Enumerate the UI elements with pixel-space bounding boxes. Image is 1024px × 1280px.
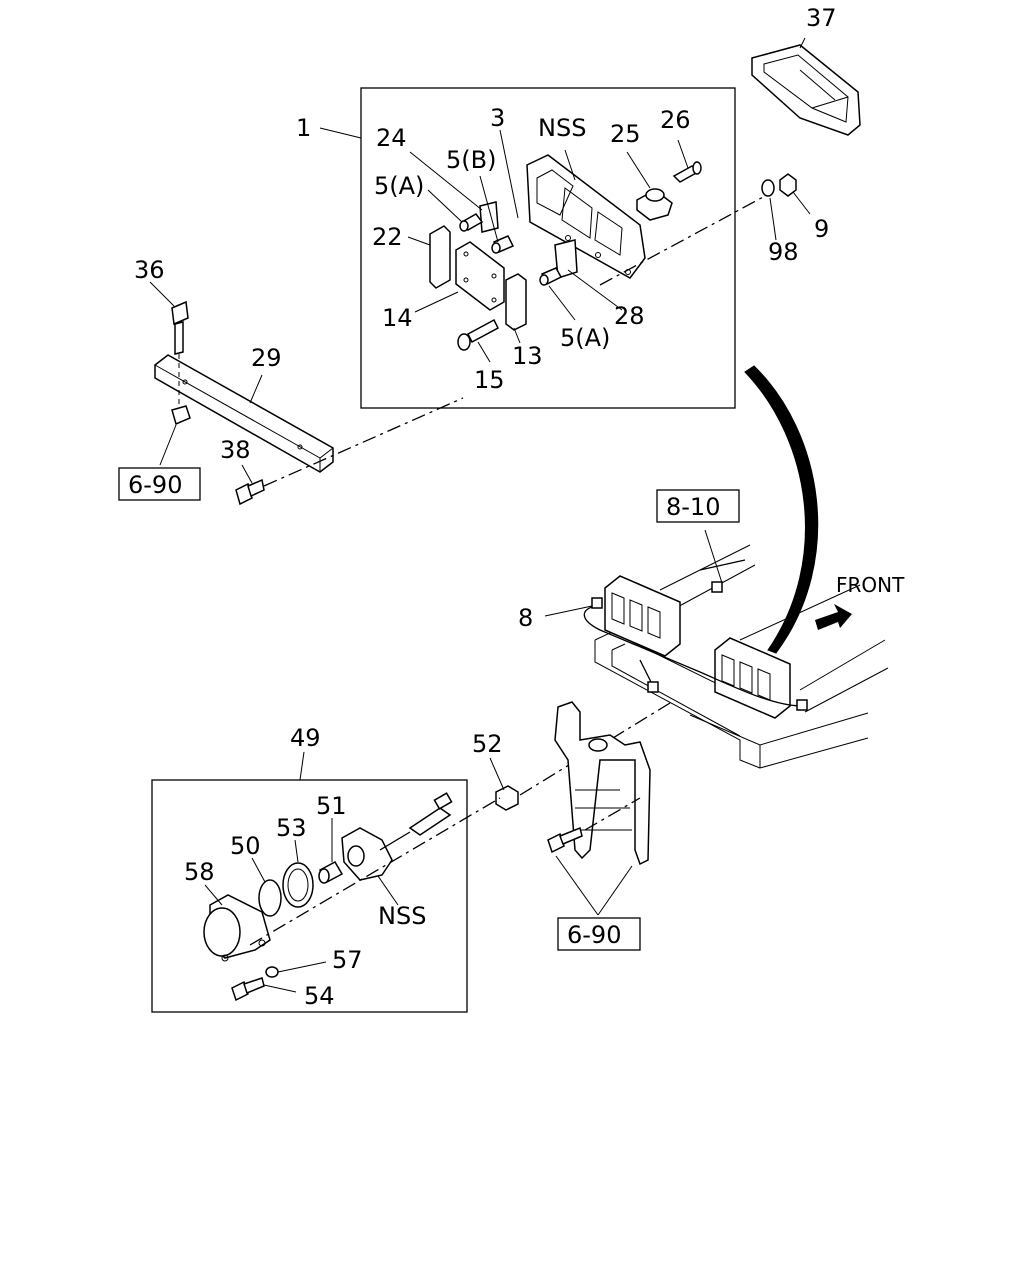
dash-line-lower — [249, 797, 501, 946]
part-50-lens — [258, 879, 282, 917]
part-14-plate — [455, 241, 505, 311]
svg-text:6-90: 6-90 — [128, 471, 182, 499]
rear-lamp-left — [604, 575, 681, 657]
part-53-gasket — [282, 862, 314, 908]
label-28: 28 — [614, 302, 645, 330]
leader-6-90-b2 — [597, 865, 633, 916]
part-51-bulb — [318, 860, 344, 884]
part-25-connector — [636, 188, 673, 221]
label-52: 52 — [472, 730, 503, 758]
label-58: 58 — [184, 858, 215, 886]
label-29: 29 — [251, 344, 282, 372]
label-3: 3 — [490, 104, 505, 132]
label-nss-1: NSS — [538, 114, 586, 142]
part-nss-socket — [341, 792, 453, 881]
part-54-screw — [231, 977, 265, 1002]
label-13: 13 — [512, 342, 543, 370]
label-50: 50 — [230, 832, 261, 860]
ref-box-6-90-lower[interactable]: 6-90 — [557, 917, 641, 951]
label-5a-2: 5(A) — [560, 324, 610, 352]
assembly-box-1 — [360, 87, 736, 409]
part-5a-bulb-upper — [459, 213, 484, 232]
part-3-housing — [526, 154, 646, 279]
part-52-connector — [495, 785, 519, 811]
part-9-nut — [779, 173, 797, 197]
dash-line-bolt — [584, 797, 641, 831]
leader-29 — [249, 374, 263, 404]
dash-line-housing-to-nut — [599, 195, 766, 286]
label-front: FRONT — [836, 573, 905, 597]
label-25: 25 — [610, 120, 641, 148]
part-98-washer — [761, 179, 775, 197]
part-15-screw — [457, 318, 499, 351]
svg-text:6-90: 6-90 — [567, 921, 621, 949]
label-1: 1 — [296, 114, 311, 142]
label-98: 98 — [768, 238, 799, 266]
curved-arrow — [744, 365, 819, 654]
leader-54 — [263, 984, 297, 993]
wiring-harness-8 — [544, 529, 808, 711]
part-37-cover — [751, 44, 861, 136]
part-13-bracket — [505, 273, 527, 331]
label-37: 37 — [806, 4, 837, 32]
part-22-bracket — [429, 225, 451, 289]
leader-57 — [277, 961, 327, 973]
part-38-bolt — [235, 464, 265, 506]
bracket-bolt — [547, 826, 583, 854]
label-8: 8 — [518, 604, 533, 632]
label-36: 36 — [134, 256, 165, 284]
label-26: 26 — [660, 106, 691, 134]
leader-49 — [299, 751, 305, 781]
label-22: 22 — [372, 223, 403, 251]
label-49: 49 — [290, 724, 321, 752]
label-53: 53 — [276, 814, 307, 842]
label-24: 24 — [376, 124, 407, 152]
label-5b: 5(B) — [446, 146, 496, 174]
label-57: 57 — [332, 946, 363, 974]
front-arrow — [815, 604, 852, 630]
leader-52 — [489, 757, 505, 791]
leader-53 — [294, 839, 299, 863]
leader-58 — [204, 884, 223, 906]
leader-nss-2 — [377, 875, 399, 906]
leader-6-90-a — [159, 424, 177, 466]
dash-line-rail-to-box — [263, 397, 464, 487]
part-26-screw — [672, 161, 702, 183]
leaders-upper — [319, 37, 811, 363]
assembly-box-49 — [151, 779, 468, 1013]
part-57-washer — [265, 966, 279, 978]
part-5a-bulb-lower — [539, 267, 563, 286]
label-5a-1: 5(A) — [374, 172, 424, 200]
svg-text:8-10: 8-10 — [666, 493, 720, 521]
label-15: 15 — [474, 366, 505, 394]
ref-box-6-90-upper[interactable]: 6-90 — [118, 467, 201, 501]
part-28-lens — [554, 239, 578, 279]
part-5b-bulb — [491, 235, 515, 254]
label-51: 51 — [316, 792, 347, 820]
part-36-bolt — [149, 281, 191, 426]
label-nss-2: NSS — [378, 902, 426, 930]
part-29-rail — [154, 354, 334, 473]
ref-box-8-10[interactable]: 8-10 — [656, 489, 740, 523]
label-9: 9 — [814, 215, 829, 243]
leader-50 — [251, 857, 266, 883]
part-24-lens — [479, 201, 499, 233]
leader-6-90-b1 — [555, 855, 599, 916]
label-38: 38 — [220, 436, 251, 464]
label-54: 54 — [304, 982, 335, 1010]
mount-bracket — [554, 701, 651, 866]
label-14: 14 — [382, 304, 413, 332]
